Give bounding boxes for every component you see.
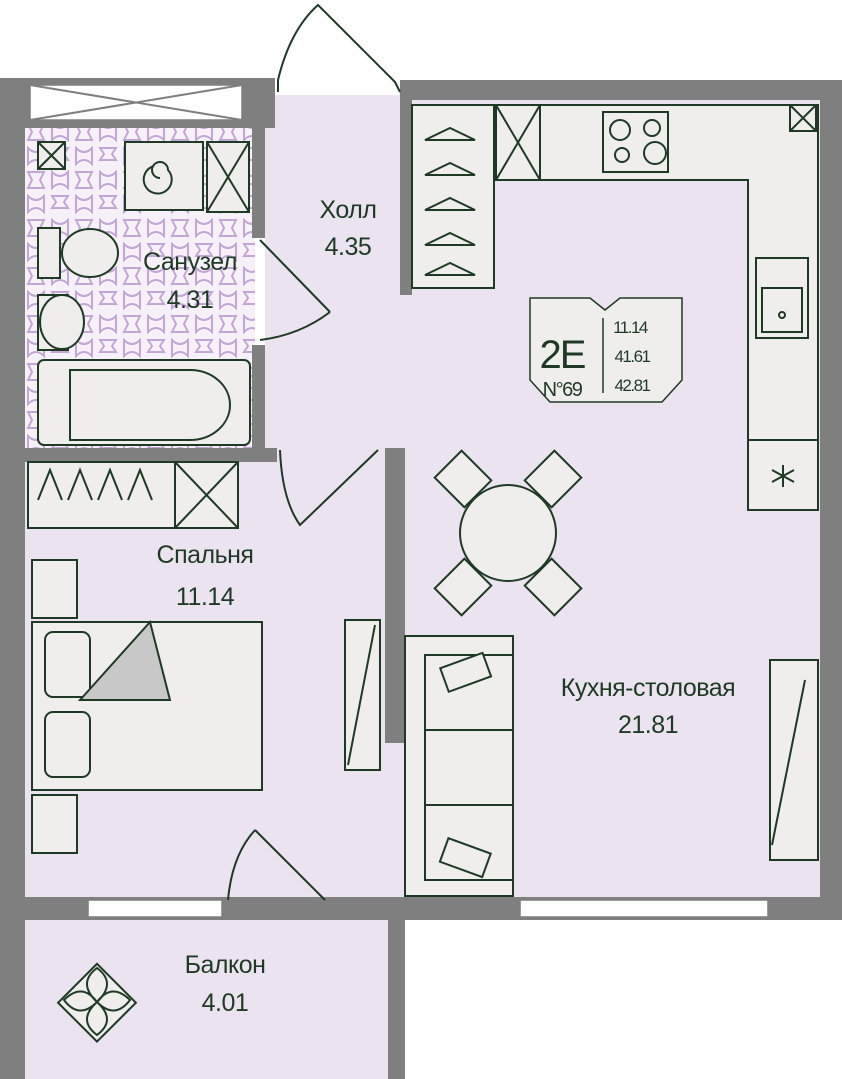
kitchen-tv-stand [769, 659, 819, 861]
bedroom-furniture [27, 461, 381, 854]
dining-table [459, 484, 557, 582]
total-area-with-balcony: 42.81 [614, 376, 650, 395]
plant-icon [56, 962, 138, 1044]
kitchen-area: 21.81 [618, 711, 678, 739]
doors [227, 3, 401, 901]
balcony-area: 4.01 [202, 989, 249, 1017]
hall-wardrobe [411, 104, 541, 289]
toilet-bowl [61, 228, 119, 278]
kitchen-window [519, 899, 769, 918]
nightstand [31, 559, 78, 619]
bathroom-area: 4.31 [167, 286, 214, 314]
toilet-tank [37, 227, 61, 279]
balcony-name: Балкон [185, 951, 266, 979]
bathroom-name: Санузел [143, 248, 237, 276]
room-labels: Холл 4.35 Санузел 4.31 Спальня 11.14 Кух… [143, 196, 736, 1017]
bedroom-name: Спальня [157, 541, 254, 569]
kitchen-furniture [404, 104, 819, 897]
apartment-badge: 2E N°69 11.14 41.61 42.81 [529, 297, 683, 403]
bedroom-window [87, 899, 223, 918]
hall-area: 4.35 [325, 233, 372, 261]
kitchen-name: Кухня-столовая [561, 674, 735, 702]
windows [29, 84, 769, 918]
hall-name: Холл [320, 196, 377, 224]
washing-machine [124, 141, 204, 211]
bedroom-area: 11.14 [176, 583, 235, 611]
bedroom-wardrobe [27, 461, 239, 529]
nightstand [31, 794, 78, 854]
total-area: 41.61 [614, 347, 650, 366]
kitchen-sink [755, 257, 809, 339]
bathtub [37, 359, 251, 446]
bathroom-fixtures [37, 141, 251, 446]
apartment-type: 2E [540, 333, 585, 377]
living-area: 11.14 [613, 318, 648, 337]
chairs [433, 449, 583, 617]
apartment-number: N°69 [543, 379, 583, 401]
